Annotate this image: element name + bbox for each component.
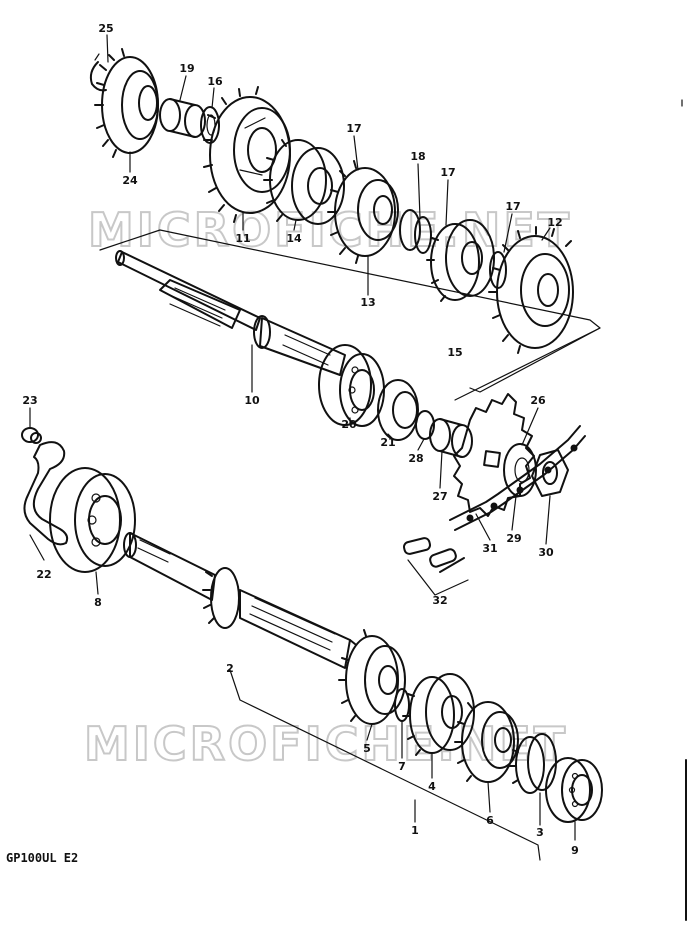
callout-15: 15 [447,346,462,359]
washer-18 [414,216,432,254]
callout-21: 21 [380,436,395,449]
bolt-23 [21,427,42,444]
callout-23: 23 [22,394,37,407]
bushing-19 [159,98,206,138]
callout-13: 13 [360,296,375,309]
callout-24: 24 [122,174,138,187]
drive-chain-31 [449,425,586,531]
callout-8: 8 [94,596,102,609]
callout-31: 31 [482,542,497,555]
callout-numbers: 25 19 16 24 11 14 17 13 18 17 17 12 15 1… [22,22,578,857]
nut-30 [531,449,569,497]
callout-25: 25 [98,22,113,35]
model-code: GP100UL E2 [6,851,78,865]
callout-3: 3 [536,826,544,839]
callout-7: 7 [398,760,406,773]
callout-26: 26 [530,394,546,407]
callout-9: 9 [571,844,579,857]
callout-5: 5 [363,742,371,755]
gear-24 [94,48,159,158]
callout-14: 14 [286,232,302,245]
gear-11 [203,86,291,223]
countershaft-bracket [99,229,601,401]
chain-joint-32 [402,537,469,596]
callout-19: 19 [179,62,194,75]
callout-2: 2 [226,662,234,675]
gear-12 [488,226,574,354]
callout-17c: 17 [505,200,520,213]
edge-marks [681,99,687,921]
callout-28: 28 [408,452,423,465]
callout-30: 30 [538,546,554,559]
spacer-27 [429,418,473,458]
leader-lines [29,34,576,841]
callout-29: 29 [506,532,521,545]
gear-13 [327,160,399,264]
callout-20: 20 [341,418,357,431]
callout-12: 12 [547,216,562,229]
lock-washer-29 [503,443,537,497]
callout-16: 16 [207,75,223,88]
bearing-retainer-22 [23,441,69,546]
callout-1: 1 [411,824,419,837]
callout-4: 4 [428,780,436,793]
callout-10: 10 [244,394,260,407]
mainshaft-bracket [229,669,541,861]
callout-18: 18 [410,150,425,163]
callout-32: 32 [432,594,447,607]
gear-3 [509,733,557,794]
bearing-8 [49,467,136,573]
gear-14 [263,139,345,225]
callout-17a: 17 [346,122,361,135]
callout-22: 22 [36,568,51,581]
countershaft-10 [115,250,346,376]
seal-21 [377,379,419,441]
circlip-25 [89,53,107,92]
callout-17b: 17 [440,166,455,179]
gear-15 [426,219,495,302]
bearing-20 [318,344,385,427]
callout-27: 27 [432,490,447,503]
main-shaft-2 [123,532,351,669]
circlip-17a [399,209,421,251]
callout-11: 11 [235,232,250,245]
sprocket-26 [453,393,535,517]
gear-4 [402,673,475,756]
bearing-9 [545,757,603,823]
o-ring-28 [415,410,435,440]
callout-6: 6 [486,814,494,827]
